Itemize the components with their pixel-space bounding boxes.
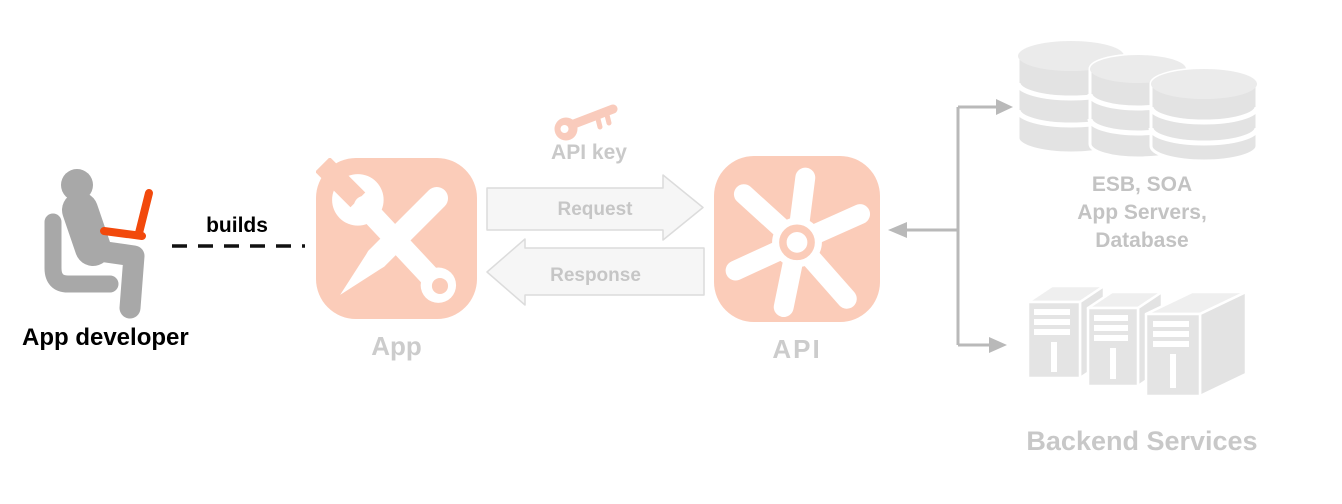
api-tile [714,156,880,322]
api-label: API [772,334,822,364]
backend-connector-arrows-icon [880,95,1020,357]
backend-data-line-3: Database [1095,229,1189,252]
person-at-laptop-icon [30,160,190,325]
backend-data-label: ESB, SOA App Servers, Database [1032,171,1252,255]
response-label: Response [550,265,641,286]
app-label: App [371,331,422,361]
request-arrow-icon [486,174,704,241]
builds-label: builds [206,214,268,237]
developer-label: App developer [22,324,189,351]
wrench-pencil-icon [316,158,457,303]
gear-spark-icon [725,167,871,318]
backend-services-label: Backend Services [1026,426,1258,456]
server-towers-icon [1020,276,1270,411]
api-key-label: API key [551,141,627,164]
database-cylinders-icon [1008,38,1263,163]
response-arrow-icon [486,238,705,306]
request-label: Request [557,199,633,220]
app-tile [316,158,477,319]
backend-data-line-1: ESB, SOA [1091,173,1193,196]
backend-data-line-2: App Servers, [1077,201,1207,224]
builds-dashed-line [170,242,305,250]
key-icon [553,102,621,142]
